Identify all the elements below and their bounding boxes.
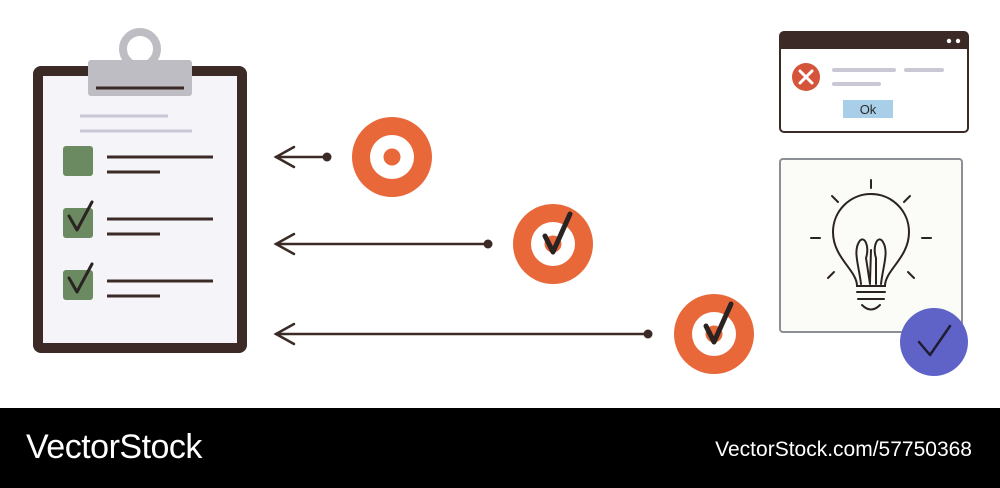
target-check-icon — [674, 294, 754, 374]
checkbox-checked — [63, 270, 93, 300]
error-x-icon — [792, 63, 820, 91]
target-icon — [352, 117, 432, 197]
illustration: Ok — [33, 28, 969, 376]
ok-button[interactable]: Ok — [843, 100, 893, 118]
arrow-left-icon — [273, 145, 332, 169]
clipboard — [33, 28, 247, 353]
ok-button-label: Ok — [860, 102, 877, 117]
clipboard-clip — [88, 28, 192, 96]
check-badge-icon — [900, 308, 968, 376]
checklist-item — [63, 262, 213, 300]
check-icon — [67, 200, 94, 232]
checkbox-empty — [63, 146, 93, 176]
idea-card — [779, 158, 968, 376]
arrow-left-icon — [273, 322, 653, 346]
checkbox-checked — [63, 208, 93, 238]
checklist-item — [63, 146, 213, 176]
footer-bar: VectorStock VectorStock.com/57750368 — [0, 408, 1000, 488]
brand-logo: VectorStock — [26, 428, 202, 466]
error-dialog: Ok — [779, 31, 969, 133]
arrow-left-icon — [273, 232, 493, 256]
check-icon — [67, 262, 94, 294]
lightbulb-icon — [810, 179, 932, 311]
source-url: VectorStock.com/57750368 — [715, 438, 972, 461]
checklist-item — [63, 200, 213, 238]
target-check-icon — [513, 204, 593, 284]
